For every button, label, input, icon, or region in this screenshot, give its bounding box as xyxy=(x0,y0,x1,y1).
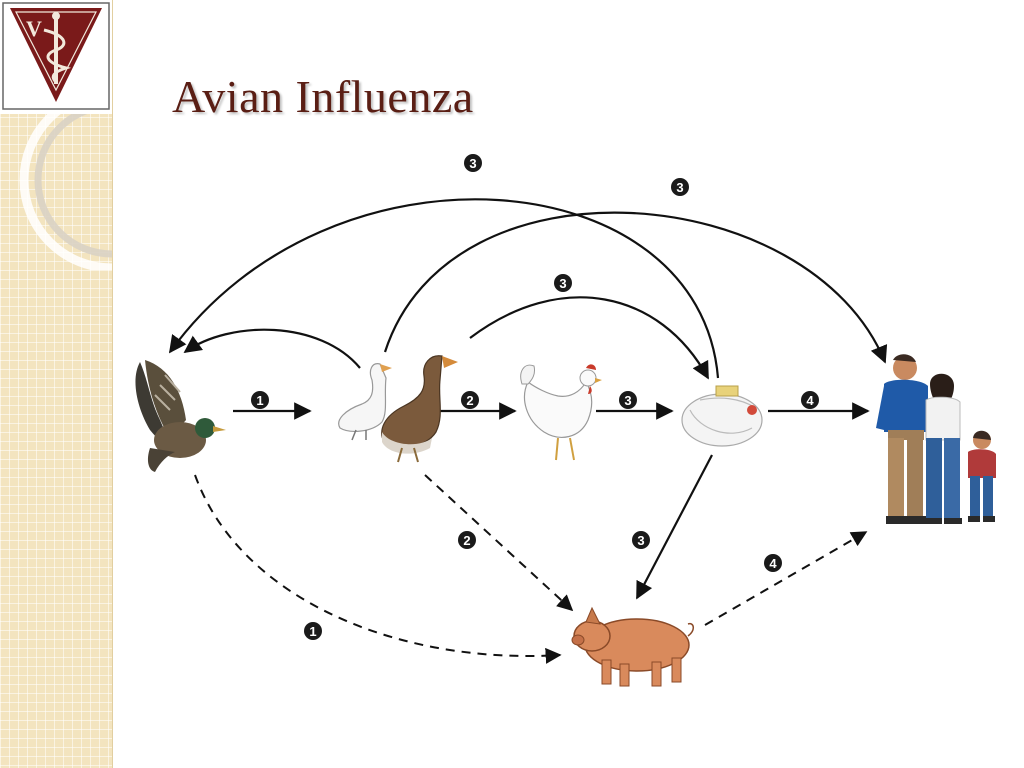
goose-brown-icon xyxy=(381,355,458,463)
chicken-icon xyxy=(520,364,602,461)
goose-icon xyxy=(338,363,392,441)
step-badge: 2 xyxy=(461,391,479,409)
svg-text:2: 2 xyxy=(463,533,470,548)
step-badge: 4 xyxy=(764,554,782,572)
svg-text:3: 3 xyxy=(676,180,683,195)
svg-text:3: 3 xyxy=(637,533,644,548)
svg-text:3: 3 xyxy=(624,393,631,408)
step-badge: 3 xyxy=(554,274,572,292)
logo: V xyxy=(0,0,112,114)
svg-text:1: 1 xyxy=(309,624,316,639)
svg-text:V: V xyxy=(26,16,42,41)
step-badge: 3 xyxy=(632,531,650,549)
step-badge: 2 xyxy=(458,531,476,549)
ring-decoration xyxy=(19,110,112,270)
step-badge: 1 xyxy=(251,391,269,409)
poultry-icon xyxy=(681,385,763,447)
svg-text:3: 3 xyxy=(469,156,476,171)
sidebar-decoration: V xyxy=(0,0,113,768)
svg-text:1: 1 xyxy=(256,393,263,408)
step-badge: 3 xyxy=(671,178,689,196)
step-badge: 1 xyxy=(304,622,322,640)
pig-icon xyxy=(571,606,694,687)
svg-text:4: 4 xyxy=(806,393,814,408)
svg-text:2: 2 xyxy=(466,393,473,408)
arrow-poultry-chicken-arc xyxy=(469,296,709,380)
step-badge: 3 xyxy=(464,154,482,172)
slide-title: Avian Influenza xyxy=(172,71,474,122)
arrow-goose-to-humans xyxy=(383,211,888,364)
step-badge: 4 xyxy=(801,391,819,409)
human-family-icon xyxy=(876,354,996,524)
arrow-goose-to-pig xyxy=(424,474,574,612)
arrow-duck-to-pig xyxy=(194,474,562,664)
arrow-poultry-to-duck xyxy=(168,198,720,379)
wild-duck-icon xyxy=(135,360,226,472)
step-badge: 3 xyxy=(619,391,637,409)
svg-text:4: 4 xyxy=(769,556,777,571)
arrow-goose-to-duck xyxy=(183,328,361,369)
arrow-poultry-to-pig xyxy=(636,454,713,600)
caduceus-shield-icon: V xyxy=(2,2,110,110)
svg-text:3: 3 xyxy=(559,276,566,291)
arrow-pig-to-humans xyxy=(704,531,868,626)
